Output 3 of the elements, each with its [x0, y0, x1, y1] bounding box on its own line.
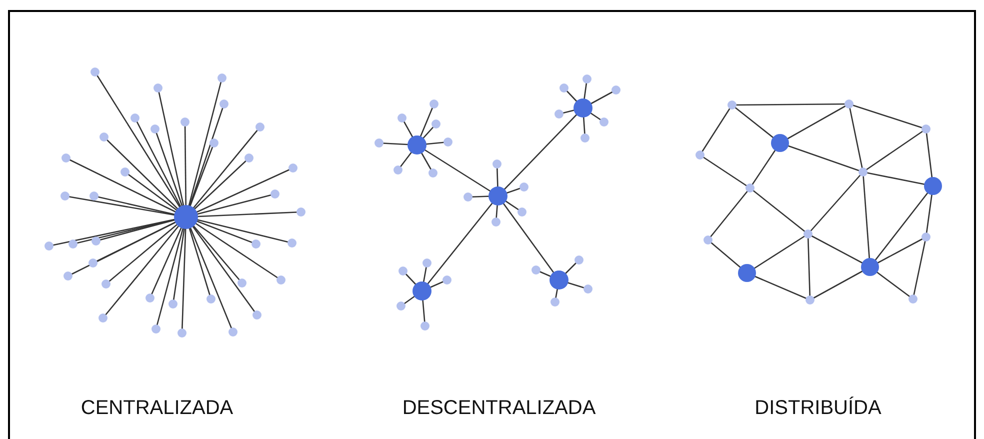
network-type-label: DESCENTRALIZADA: [402, 397, 596, 420]
network-type-label: CENTRALIZADA: [80, 397, 234, 420]
network-type-label: DISTRIBUÍDA: [754, 397, 882, 420]
